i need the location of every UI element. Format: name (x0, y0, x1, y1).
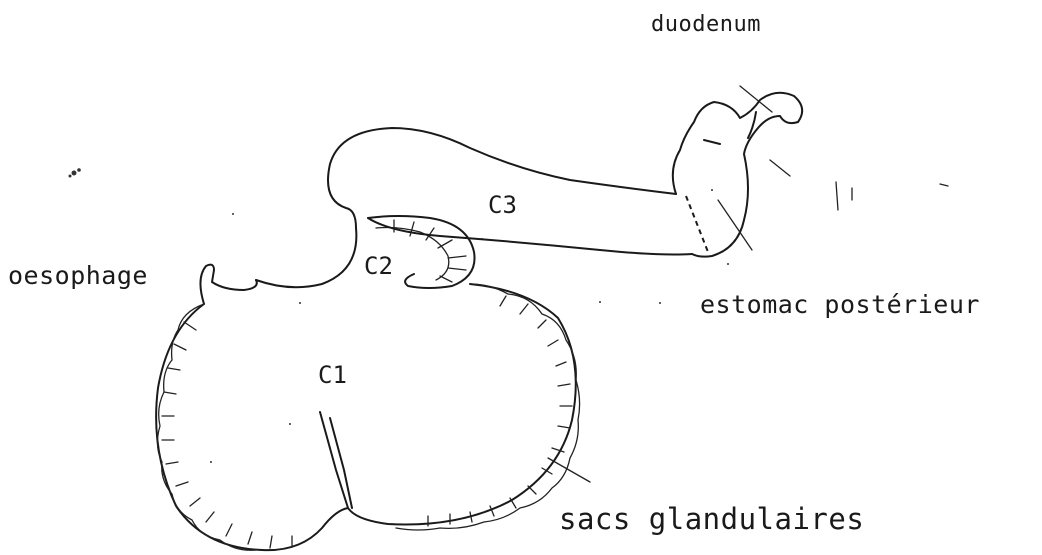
glandular-sacs-right (396, 284, 580, 530)
posterior-stomach-outline (673, 93, 802, 257)
region-c2: C2 (364, 252, 393, 280)
label-oesophage: oesophage (8, 261, 148, 290)
label-duodenum: duodenum (651, 12, 761, 37)
region-c1: C1 (318, 361, 347, 389)
pylorus-boundary (686, 196, 708, 252)
paper-specks (69, 168, 730, 463)
glandular-sacs-left (157, 304, 292, 550)
duodenum-pointer (740, 86, 772, 112)
posterior-stomach-inner (704, 112, 756, 144)
label-estomac-posterieur: estomac postérieur (700, 290, 980, 319)
region-c3: C3 (488, 191, 517, 219)
label-sacs-glandulaires: sacs glandulaires (559, 502, 864, 536)
chamber-c1-notch (320, 412, 352, 508)
oesophagus-outline (200, 265, 256, 304)
stray-strokes (770, 160, 948, 210)
